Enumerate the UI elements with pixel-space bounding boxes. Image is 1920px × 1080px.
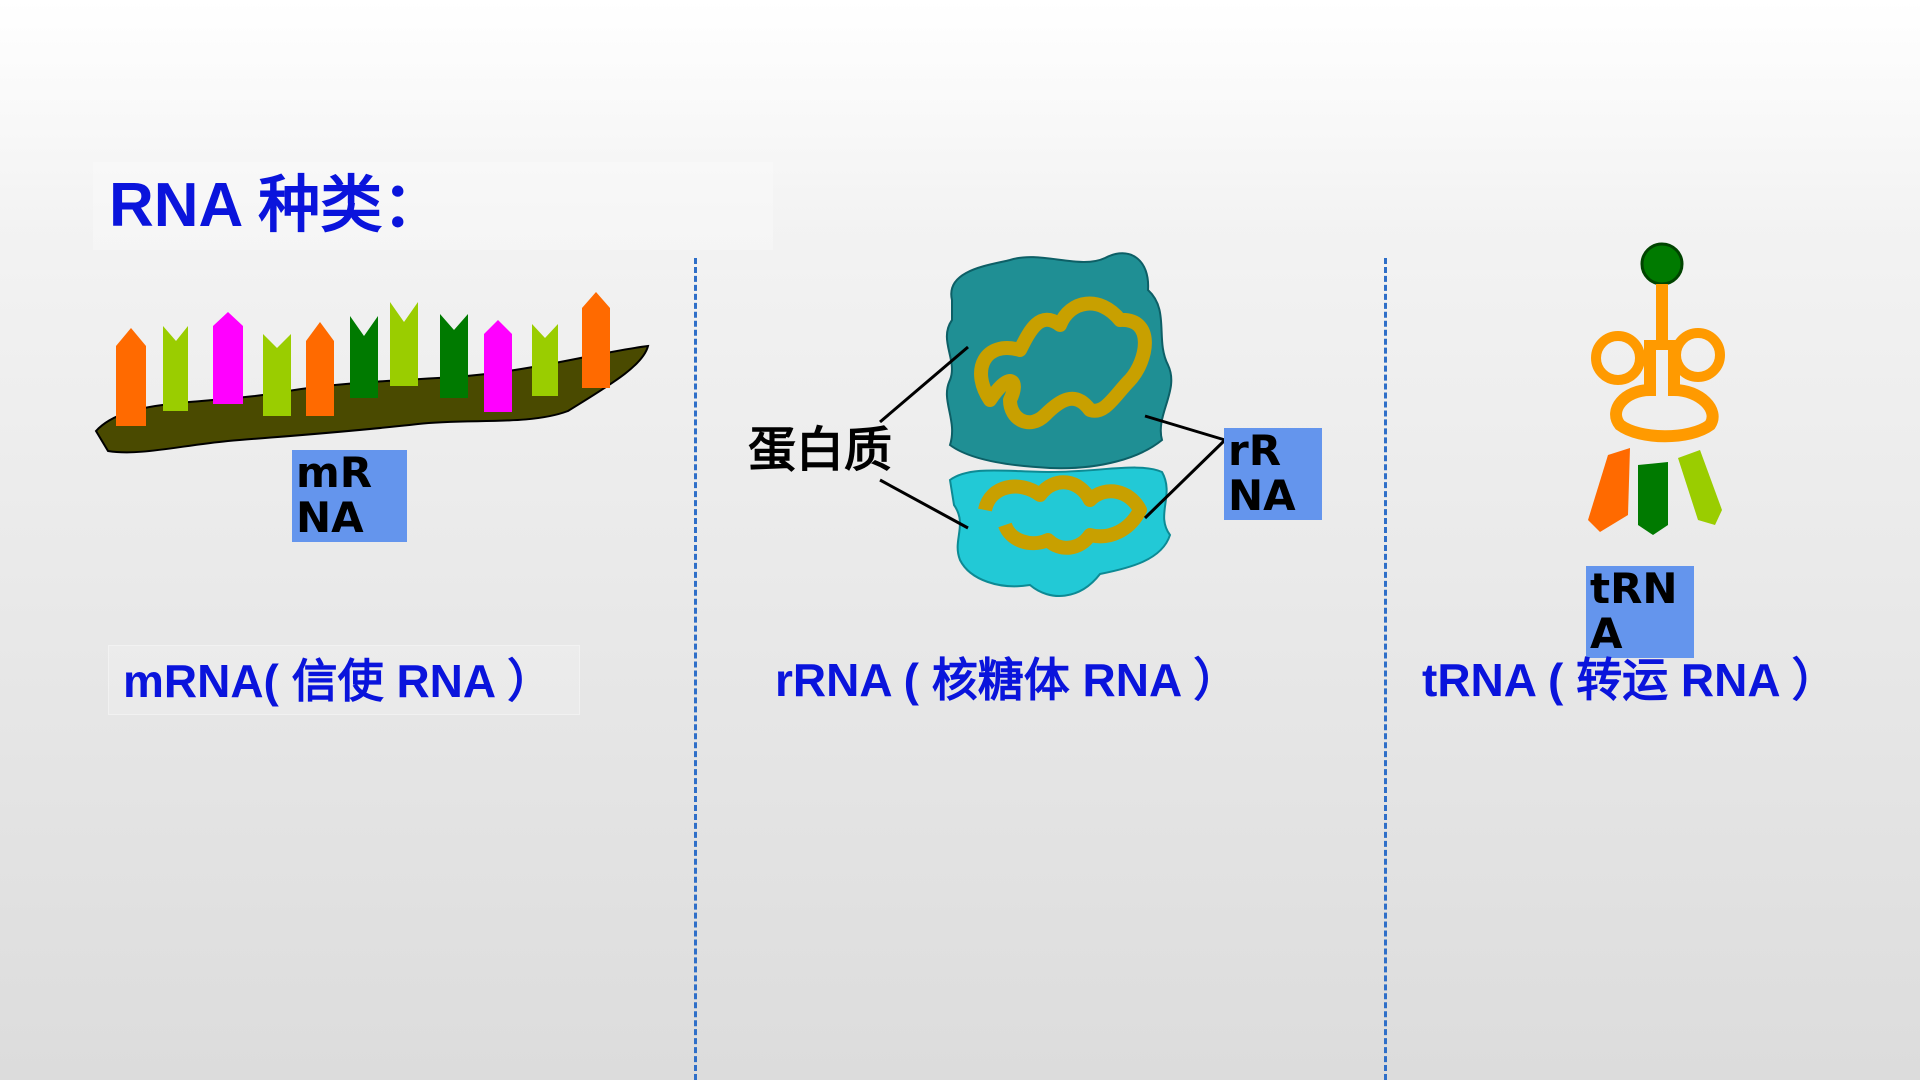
trna-anticodon-lime: [1678, 450, 1722, 525]
rrna-label: rR NA: [1224, 428, 1322, 520]
rrna-ribbon-top: [974, 296, 1152, 430]
trna-body: [1610, 340, 1719, 443]
ribosome-small-subunit: [948, 466, 1172, 597]
rrna-caption: rRNA ( 核糖体 RNA ）: [775, 654, 1240, 706]
trna-anticodon-green: [1638, 462, 1668, 535]
base-lime-2: [263, 334, 291, 416]
trna-illustration: [1588, 242, 1725, 535]
base-lime-3: [390, 302, 418, 386]
rrna-pointer-bottom: [1143, 438, 1227, 520]
base-lime-4: [532, 324, 558, 396]
base-orange-1: [116, 328, 146, 426]
trna-anticodon-orange: [1588, 448, 1630, 532]
mrna-caption: mRNA( 信使 RNA ）: [108, 645, 580, 715]
ribosome-illustration: [945, 252, 1173, 597]
slide-title: RNA 种类：: [93, 162, 773, 250]
base-green-1: [350, 316, 378, 398]
mrna-label: mR NA: [292, 450, 407, 542]
divider-left: [694, 258, 697, 1080]
base-magenta-2: [484, 320, 512, 412]
trna-loop-left: [1591, 331, 1645, 385]
trna-amino-acid: [1640, 242, 1684, 286]
base-magenta-1: [213, 312, 243, 404]
trna-label: tRN A: [1586, 566, 1694, 658]
protein-label: 蛋白质: [748, 422, 893, 478]
base-orange-3: [582, 292, 610, 388]
base-lime-1: [163, 326, 188, 411]
rrna-ribbon-bottom: [978, 475, 1147, 555]
protein-pointer-bottom: [879, 478, 969, 530]
mrna-illustration: [94, 292, 650, 454]
divider-right: [1384, 258, 1387, 1080]
trna-caption: tRNA ( 转运 RNA ）: [1422, 654, 1838, 706]
base-green-2: [440, 314, 468, 398]
protein-pointer-top: [879, 345, 969, 424]
trna-loop-right: [1671, 328, 1725, 382]
base-orange-2: [306, 322, 334, 416]
mrna-bases: [116, 292, 610, 426]
rrna-pointer-top: [1144, 414, 1226, 442]
